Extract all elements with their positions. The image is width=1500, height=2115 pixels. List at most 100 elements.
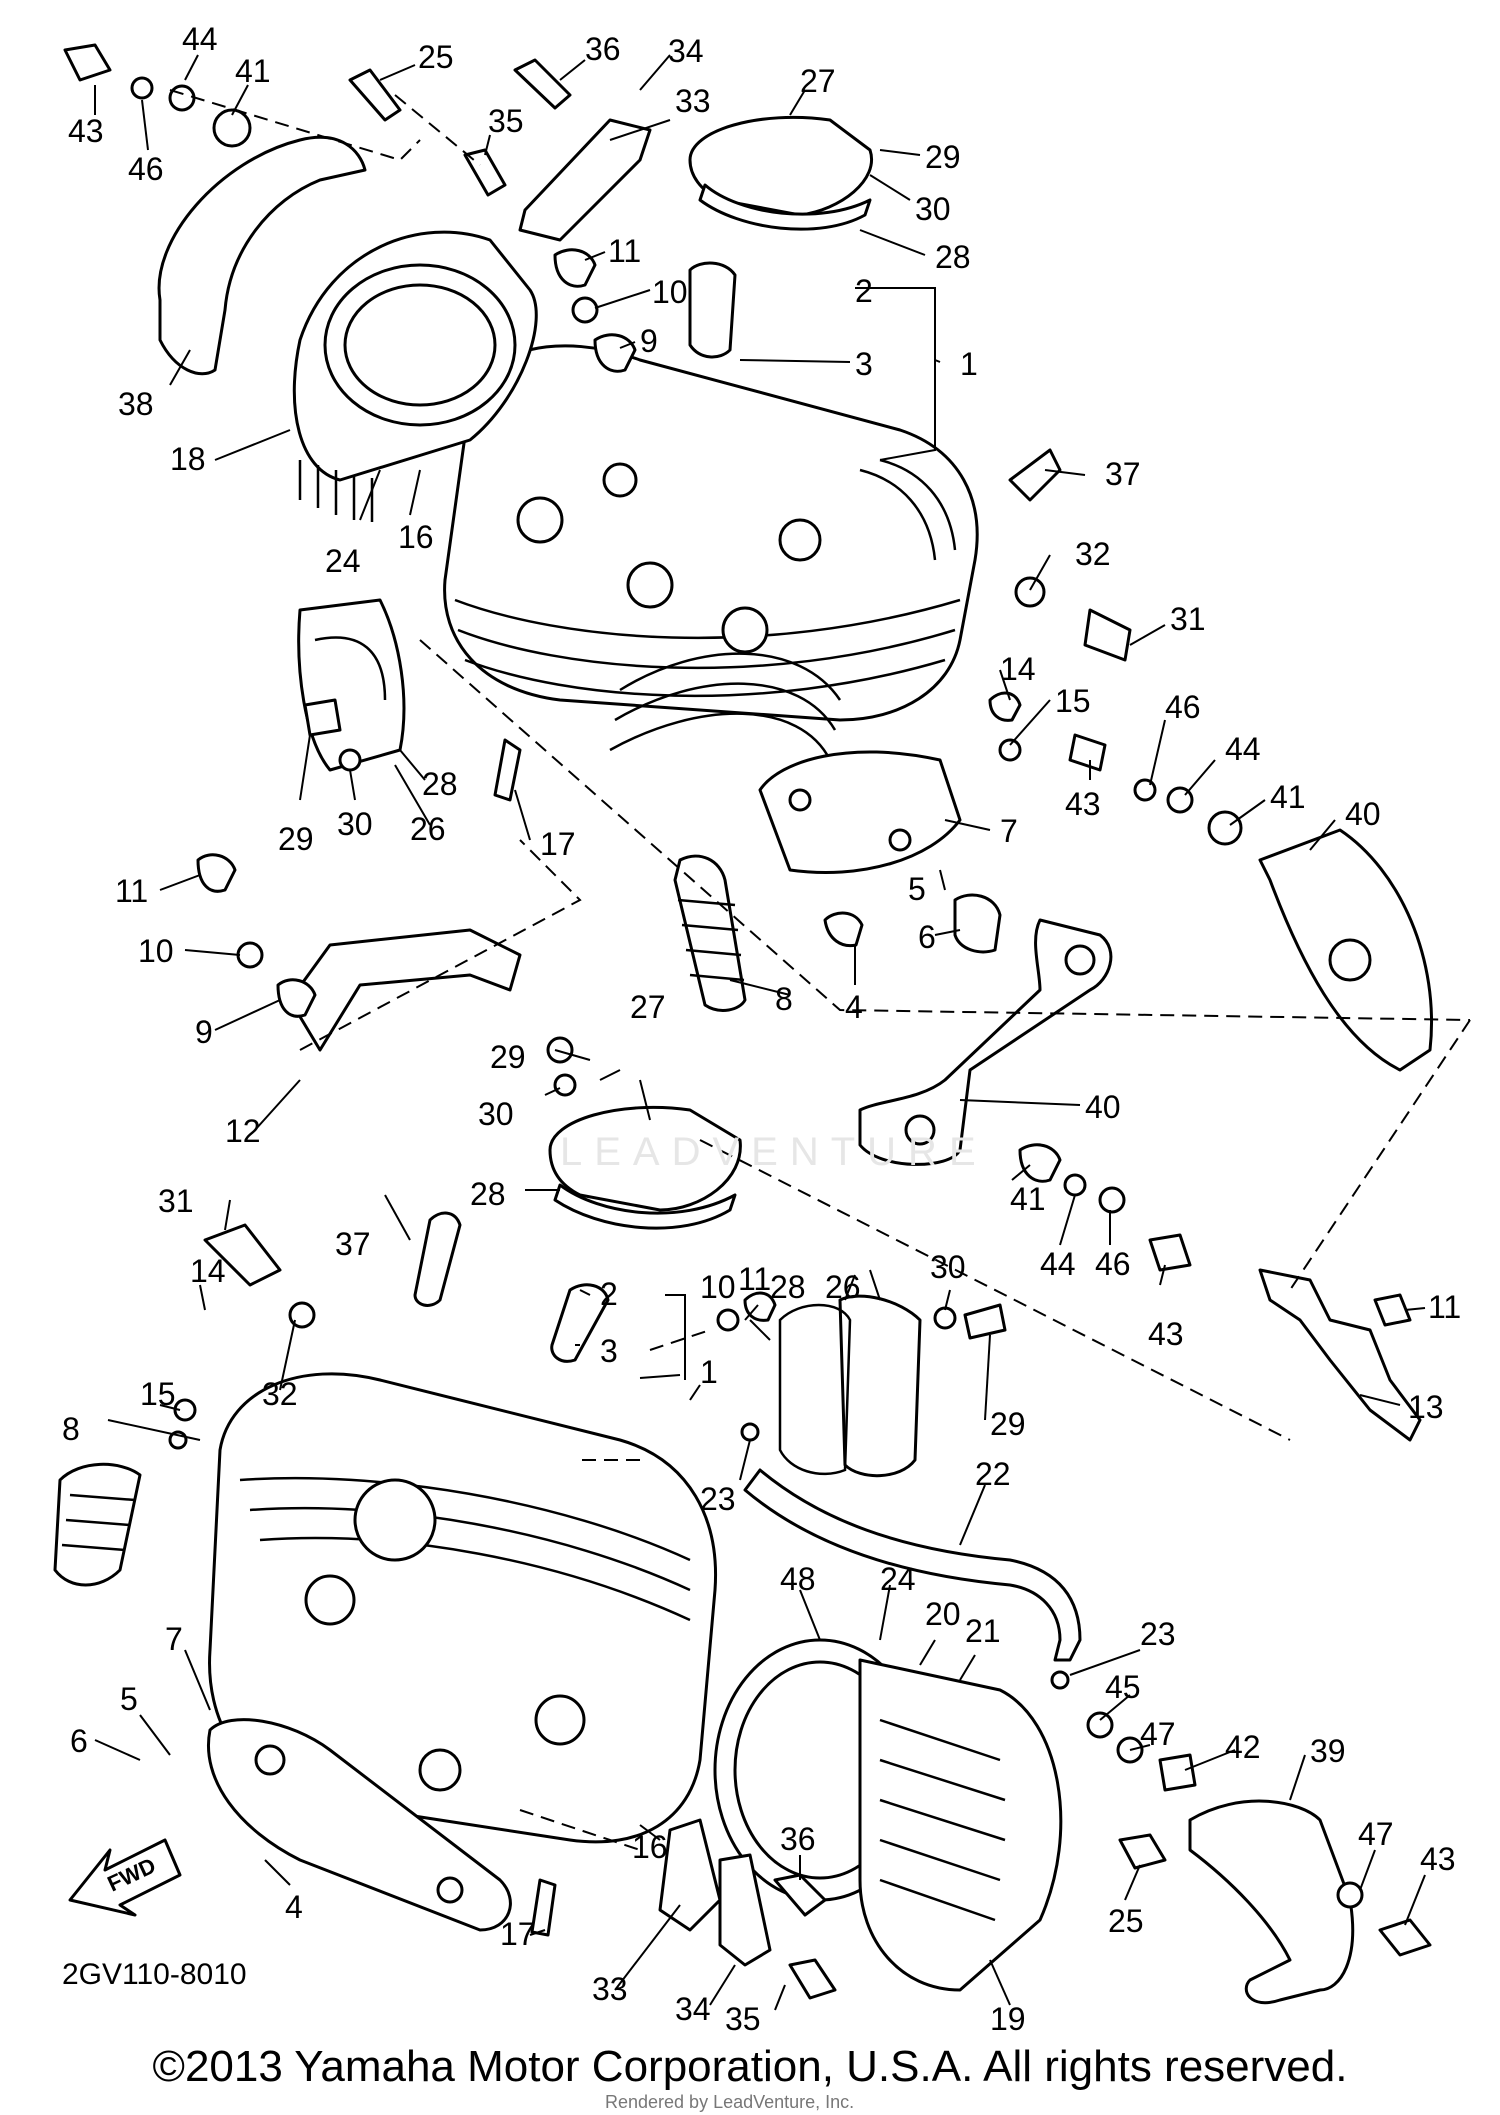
callout-label: 24 [880, 1561, 916, 1597]
breather-hose [743, 1468, 1082, 1662]
valve-cover-lower [548, 1105, 742, 1230]
copyright-notice: ©2013 Yamaha Motor Corporation, U.S.A. A… [152, 2042, 1348, 2091]
engine-mount-bracket [858, 918, 1113, 1166]
callout-label: 10 [700, 1269, 736, 1305]
callout-label: 11 [608, 233, 641, 269]
callout-label: 33 [592, 1971, 628, 2007]
callout-label: 11 [115, 873, 148, 909]
front-stay-bracket [1258, 1268, 1422, 1442]
callout-label: 46 [128, 151, 164, 187]
callout-label: 4 [285, 1889, 303, 1925]
callout-label: 38 [118, 386, 154, 422]
callout-label: 41 [1010, 1181, 1046, 1217]
callout-label: 37 [335, 1226, 371, 1262]
callout-label: 11 [738, 1261, 771, 1297]
callout-label: 44 [1040, 1246, 1076, 1282]
callout-label: 43 [1148, 1316, 1184, 1352]
callout-label: 28 [770, 1269, 806, 1305]
callout-label: 15 [140, 1376, 176, 1412]
callout-label: 46 [1165, 689, 1201, 725]
callout-label: 21 [965, 1613, 1001, 1649]
callout-label: 44 [1225, 731, 1261, 767]
callout-label: 7 [165, 1621, 183, 1657]
callout-label: 5 [120, 1681, 138, 1717]
callout-label: 37 [1105, 456, 1141, 492]
callout-label: 9 [195, 1014, 213, 1050]
rear-intake-manifold [292, 230, 538, 522]
valve-spring-lower [53, 1462, 142, 1587]
callout-label: 28 [422, 766, 458, 802]
callout-label: 10 [138, 933, 174, 969]
callout-label: 40 [1345, 796, 1381, 832]
callout-label: 16 [632, 1829, 668, 1865]
head-stay-bracket [288, 928, 522, 1052]
rear-cylinder-head [443, 344, 979, 761]
callout-label: 22 [975, 1456, 1011, 1492]
callout-label: 44 [182, 21, 218, 57]
callout-label: 43 [1065, 786, 1101, 822]
callout-label: 29 [490, 1039, 526, 1075]
callout-label: 25 [1108, 1903, 1144, 1939]
callout-label: 9 [640, 323, 658, 359]
callout-label: 5 [908, 871, 926, 907]
callout-label: 10 [652, 274, 688, 310]
callout-label: 1 [700, 1354, 718, 1390]
callout-label: 3 [600, 1333, 618, 1369]
callout-label: 36 [585, 31, 621, 67]
callout-label: 25 [418, 39, 454, 75]
callout-label: 40 [1085, 1089, 1121, 1125]
callout-label: 3 [855, 346, 873, 382]
callout-label: 43 [68, 113, 104, 149]
callout-label: 30 [478, 1096, 514, 1132]
callout-label: 8 [62, 1411, 80, 1447]
fwd-arrow: FWD [68, 1838, 182, 1917]
callout-labels: 43 44 41 46 25 36 34 33 35 27 29 30 28 1… [62, 21, 1461, 2037]
callout-label: 19 [990, 2001, 1026, 2037]
callout-label: 2 [600, 1276, 618, 1312]
callout-label: 16 [398, 519, 434, 555]
callout-label: 8 [775, 981, 793, 1017]
callout-label: 28 [470, 1176, 506, 1212]
callout-label: 6 [70, 1723, 88, 1759]
callout-label: 31 [158, 1183, 194, 1219]
callout-label: 36 [780, 1821, 816, 1857]
callout-label: 48 [780, 1561, 816, 1597]
callout-label: 46 [1095, 1246, 1131, 1282]
callout-label: 14 [1000, 651, 1036, 687]
callout-label: 18 [170, 441, 206, 477]
callout-label: 26 [825, 1269, 861, 1305]
callout-label: 30 [915, 191, 951, 227]
callout-label: 4 [845, 989, 863, 1025]
watermark: LEADVENTURE [560, 1130, 988, 1174]
callout-label: 24 [325, 543, 361, 579]
camshaft-bracket-upper [518, 118, 652, 242]
callout-label: 1 [960, 346, 978, 382]
callout-label: 32 [262, 1376, 298, 1412]
callout-label: 30 [337, 806, 373, 842]
callout-label: 47 [1140, 1716, 1176, 1752]
callout-label: 41 [235, 53, 271, 89]
leader-lines [94, 54, 1426, 2011]
callout-label: 2 [855, 273, 873, 309]
callout-label: 31 [1170, 601, 1206, 637]
callout-label: 17 [540, 826, 576, 862]
callout-label: 30 [930, 1249, 966, 1285]
rear-side-cover [297, 598, 406, 772]
callout-label: 27 [630, 989, 666, 1025]
front-air-duct-cover [1188, 1799, 1355, 2005]
diagram-code: 2GV110-8010 [62, 1958, 247, 1991]
callout-label: 20 [925, 1596, 961, 1632]
callout-label: 42 [1225, 1729, 1261, 1765]
callout-label: 45 [1105, 1669, 1141, 1705]
callout-label: 29 [925, 139, 961, 175]
callout-label: 47 [1358, 1816, 1394, 1852]
callout-label: 28 [935, 239, 971, 275]
callout-label: 35 [488, 103, 524, 139]
rear-air-duct-cover [157, 135, 367, 376]
callout-label: 34 [675, 1991, 711, 2027]
callout-label: 33 [675, 83, 711, 119]
camshaft-bracket-lower [658, 1818, 772, 1967]
valve-cover-upper [688, 115, 873, 231]
callout-label: 23 [700, 1481, 736, 1517]
